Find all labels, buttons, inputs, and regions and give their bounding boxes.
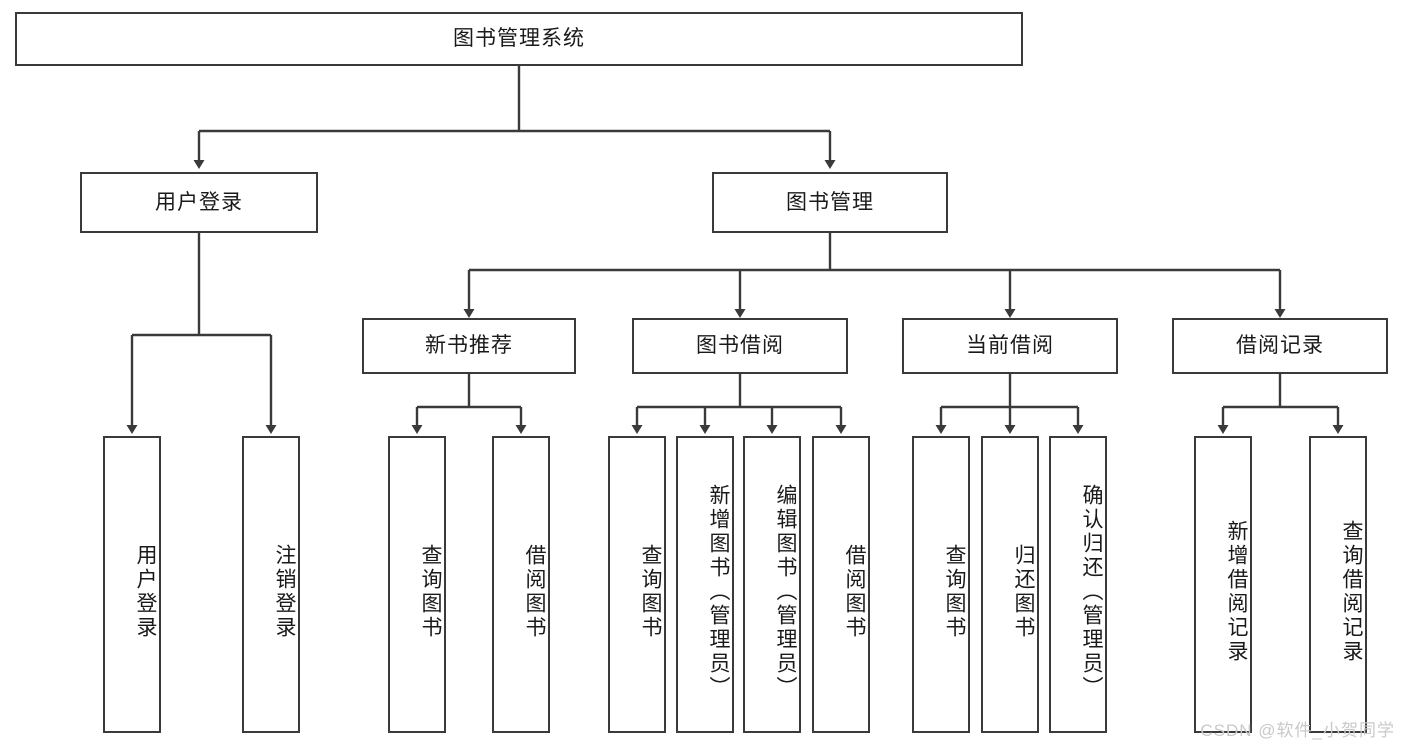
node-label: 借阅记录 (1236, 334, 1324, 358)
leaf-edit-book[interactable]: 编辑图书（管理员） (743, 436, 801, 733)
node-label: 用户登录 (155, 190, 243, 214)
node-label: 借阅图书 (843, 543, 866, 640)
node-label: 查询借阅记录 (1340, 519, 1363, 664)
watermark: CSDN @软件_小贺同学 (1200, 721, 1395, 740)
node-root-book-management-system[interactable]: 图书管理系统 (15, 12, 1023, 66)
leaf-borrow-book-2[interactable]: 借阅图书 (812, 436, 870, 733)
leaf-borrow-book-1[interactable]: 借阅图书 (492, 436, 550, 733)
node-label: 借阅图书 (523, 543, 546, 640)
node-label: 用户登录 (134, 543, 157, 640)
node-label: 查询图书 (419, 543, 442, 640)
node-label: 查询图书 (639, 543, 662, 640)
node-label: 新增借阅记录 (1225, 519, 1248, 664)
leaf-add-book[interactable]: 新增图书（管理员） (676, 436, 734, 733)
leaf-query-record[interactable]: 查询借阅记录 (1309, 436, 1367, 733)
node-label: 当前借阅 (966, 334, 1054, 358)
node-label: 图书管理 (786, 190, 874, 214)
node-label: 图书管理系统 (453, 27, 585, 51)
node-current-borrow[interactable]: 当前借阅 (902, 318, 1118, 374)
node-book-borrow[interactable]: 图书借阅 (632, 318, 848, 374)
leaf-user-logout[interactable]: 注销登录 (242, 436, 300, 733)
leaf-query-book-1[interactable]: 查询图书 (388, 436, 446, 733)
node-label: 新增图书（管理员） (707, 483, 730, 700)
leaf-add-record[interactable]: 新增借阅记录 (1194, 436, 1252, 733)
node-new-book-recommend[interactable]: 新书推荐 (362, 318, 576, 374)
node-label: 确认归还（管理员） (1080, 483, 1103, 700)
node-label: 注销登录 (273, 543, 296, 640)
node-user-login[interactable]: 用户登录 (80, 172, 318, 233)
node-label: 图书借阅 (696, 334, 784, 358)
node-borrow-record[interactable]: 借阅记录 (1172, 318, 1388, 374)
leaf-query-book-3[interactable]: 查询图书 (912, 436, 970, 733)
leaf-query-book-2[interactable]: 查询图书 (608, 436, 666, 733)
node-label: 编辑图书（管理员） (774, 483, 797, 700)
node-book-manage[interactable]: 图书管理 (712, 172, 948, 233)
leaf-user-login[interactable]: 用户登录 (103, 436, 161, 733)
node-label: 查询图书 (943, 543, 966, 640)
leaf-confirm-return[interactable]: 确认归还（管理员） (1049, 436, 1107, 733)
node-label: 归还图书 (1012, 543, 1035, 640)
leaf-return-book[interactable]: 归还图书 (981, 436, 1039, 733)
node-label: 新书推荐 (425, 334, 513, 358)
